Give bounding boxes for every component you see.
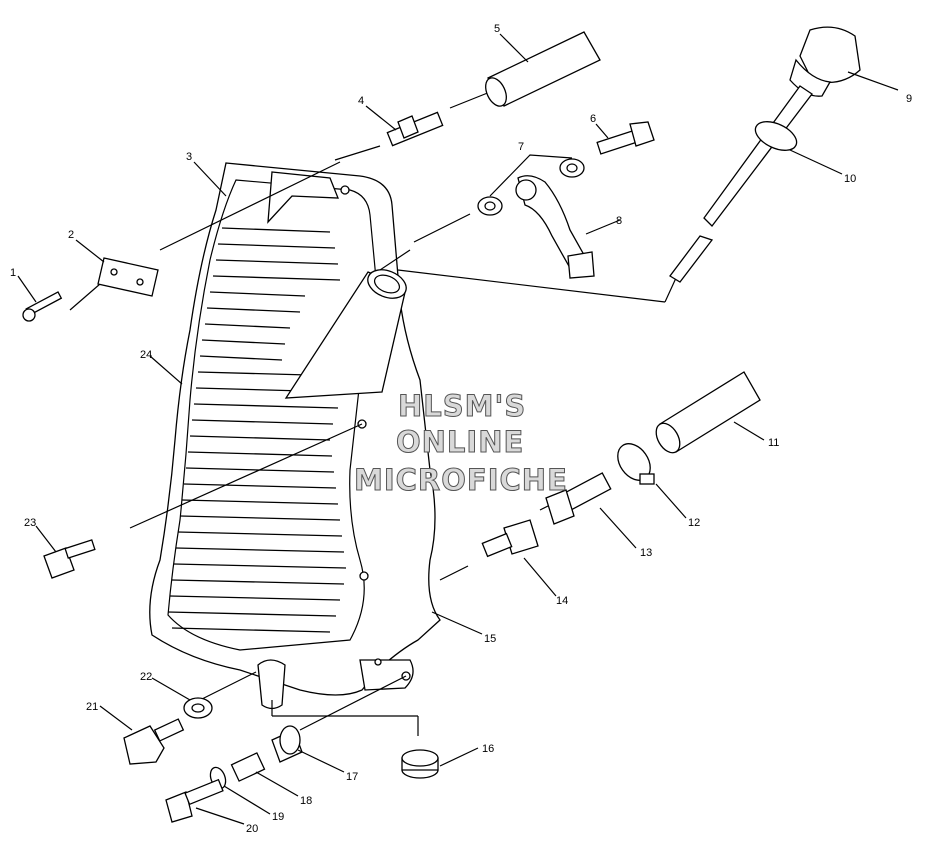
callout-15: 15 [484,633,496,645]
callout-numbers: 1 2 3 4 5 6 7 8 9 10 11 12 13 14 15 16 1… [10,23,912,835]
watermark-line-1: HLSM'S [398,389,526,423]
washer-22 [183,697,213,719]
bushing-17 [271,725,303,763]
callout-5: 5 [494,23,500,35]
callout-4: 4 [358,95,364,107]
callout-16: 16 [482,743,494,755]
washers-7 [477,154,585,216]
o-ring-10 [754,121,798,151]
fitting-13 [545,472,612,525]
fitting-14 [481,519,539,558]
banjo-8 [515,175,595,279]
hose-5 [485,31,601,107]
fitting-4 [386,111,444,147]
callout-12: 12 [688,517,700,529]
watermark-line-2: ONLINE [396,425,524,459]
grommet-16 [401,749,439,779]
clamp-12 [617,443,655,485]
callout-3: 3 [186,151,192,163]
callout-leaders [17,33,899,825]
callout-6: 6 [590,113,596,125]
callout-20: 20 [246,823,258,835]
callout-11: 11 [768,437,779,449]
callout-19: 19 [272,811,284,823]
callout-14: 14 [556,595,568,607]
bolt-20 [165,778,224,823]
callout-7: 7 [518,141,524,153]
watermark-line-3: MICROFICHE [354,463,568,497]
sleeve-18 [230,752,266,782]
callout-23: 23 [24,517,36,529]
watermark: HLSM'S ONLINE MICROFICHE [354,389,568,498]
callout-17: 17 [346,771,358,783]
screw-1 [22,291,63,322]
bolt-6 [596,121,655,155]
callout-1: 1 [10,267,16,279]
callout-9: 9 [906,93,912,105]
hose-11 [655,371,761,454]
callout-18: 18 [300,795,312,807]
callout-8: 8 [616,215,622,227]
bolt-23 [43,539,96,579]
callout-24: 24 [140,349,152,361]
callout-10: 10 [844,173,856,185]
plate-2 [97,257,159,297]
dipstick-9 [669,85,813,283]
oil-tank [149,162,441,710]
callout-22: 22 [140,671,152,683]
callout-2: 2 [68,229,74,241]
leader-lines [69,91,677,736]
callout-21: 21 [86,701,98,713]
callout-13: 13 [640,547,652,559]
bolt-21 [123,718,185,765]
